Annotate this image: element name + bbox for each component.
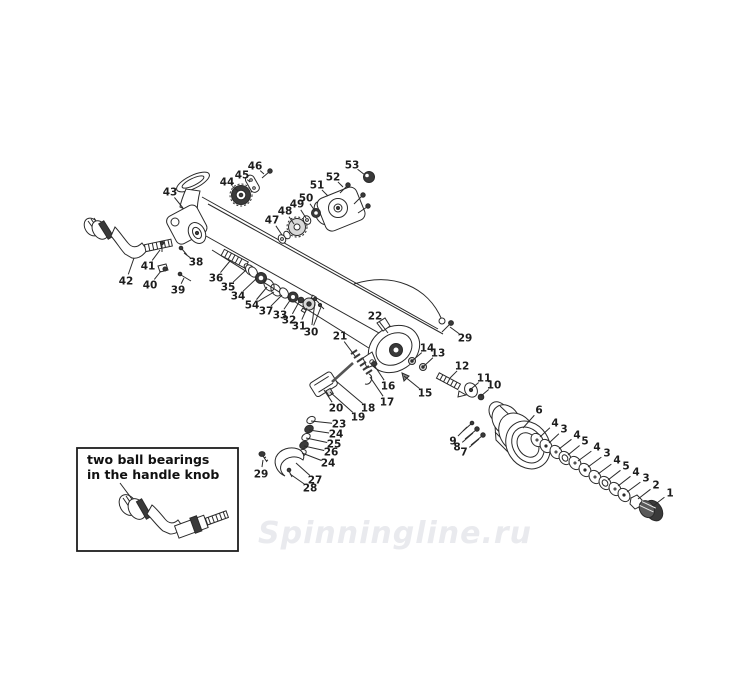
part-label-37: 37 [259, 306, 274, 318]
part-label-6: 6 [535, 405, 542, 417]
part-label-47: 47 [265, 215, 280, 227]
part-label-40: 40 [143, 280, 158, 292]
part-label-4: 4 [593, 442, 600, 454]
inset-handle-drawing [118, 494, 230, 539]
part-label-5: 5 [622, 461, 629, 473]
part-label-44: 44 [220, 177, 235, 189]
part-label-50: 50 [299, 193, 314, 205]
part-label-1: 1 [666, 488, 673, 500]
pinion-chain-drawing [220, 248, 325, 314]
part-label-4: 4 [573, 430, 580, 442]
part-label-36: 36 [209, 273, 224, 285]
part-label-45: 45 [235, 170, 250, 182]
part-label-18: 18 [361, 403, 376, 415]
part-label-22: 22 [368, 311, 383, 323]
part-label-20: 20 [329, 403, 344, 415]
part-label-14: 14 [420, 343, 435, 355]
part-label-16: 16 [381, 381, 396, 393]
part-label-42: 42 [119, 276, 134, 288]
part-label-32: 32 [282, 315, 297, 327]
spool-drawing [462, 401, 551, 470]
rotor-drawing [353, 279, 454, 374]
part-label-3: 3 [603, 448, 610, 460]
part-label-19: 19 [351, 412, 366, 424]
part-label-53: 53 [345, 160, 360, 172]
part-label-4: 4 [632, 467, 639, 479]
part-label-15: 15 [418, 388, 433, 400]
part-label-9: 9 [449, 436, 456, 448]
drive-gear-drawing [229, 168, 273, 207]
part-label-30: 30 [304, 327, 319, 339]
part-label-27: 27 [308, 475, 323, 487]
part-label-12: 12 [455, 361, 470, 373]
part-label-4: 4 [613, 455, 620, 467]
part-label-4: 4 [551, 418, 558, 430]
part-label-8: 8 [453, 442, 460, 454]
long-alignment-lines [201, 196, 444, 351]
part-label-17: 17 [380, 397, 395, 409]
part-label-13: 13 [431, 348, 446, 360]
part-label-38: 38 [189, 257, 204, 269]
part-label-31: 31 [292, 321, 307, 333]
part-label-3: 3 [560, 424, 567, 436]
part-label-54: 54 [245, 300, 260, 312]
part-label-23: 23 [332, 419, 347, 431]
part-label-21: 21 [333, 331, 348, 343]
part-label-52: 52 [326, 172, 341, 184]
handle-drawing [83, 217, 173, 259]
inset-note-line1: two ball bearings [87, 452, 209, 467]
housing-drawing [277, 171, 375, 244]
inset-note-box: two ball bearings in the handle knob [76, 447, 239, 552]
body-drawing [157, 171, 210, 282]
part-label-41: 41 [141, 261, 156, 273]
part-label-7: 7 [460, 447, 467, 459]
part-label-48: 48 [278, 206, 293, 218]
oscillation-drawing [309, 349, 485, 401]
part-label-43: 43 [163, 187, 178, 199]
part-label-10: 10 [487, 380, 502, 392]
part-label-39: 39 [171, 285, 186, 297]
part-label-34: 34 [231, 291, 246, 303]
watermark: Spinningline.ru [258, 516, 532, 551]
part-label-33: 33 [273, 310, 288, 322]
part-label-11: 11 [477, 373, 492, 385]
part-label-3: 3 [642, 473, 649, 485]
part-label-25: 25 [327, 439, 342, 451]
part-label-28: 28 [303, 483, 318, 495]
part-label-29: 29 [458, 333, 473, 345]
part-label-29: 29 [254, 469, 269, 481]
part-label-5: 5 [581, 436, 588, 448]
part-label-35: 35 [221, 282, 236, 294]
inset-note-line2: in the handle knob [87, 467, 219, 482]
part-label-24: 24 [321, 458, 336, 470]
part-label-51: 51 [310, 180, 325, 192]
part-label-2: 2 [652, 480, 659, 492]
part-label-26: 26 [324, 447, 339, 459]
part-label-49: 49 [290, 199, 305, 211]
part-label-46: 46 [248, 161, 263, 173]
part-label-24: 24 [329, 429, 344, 441]
